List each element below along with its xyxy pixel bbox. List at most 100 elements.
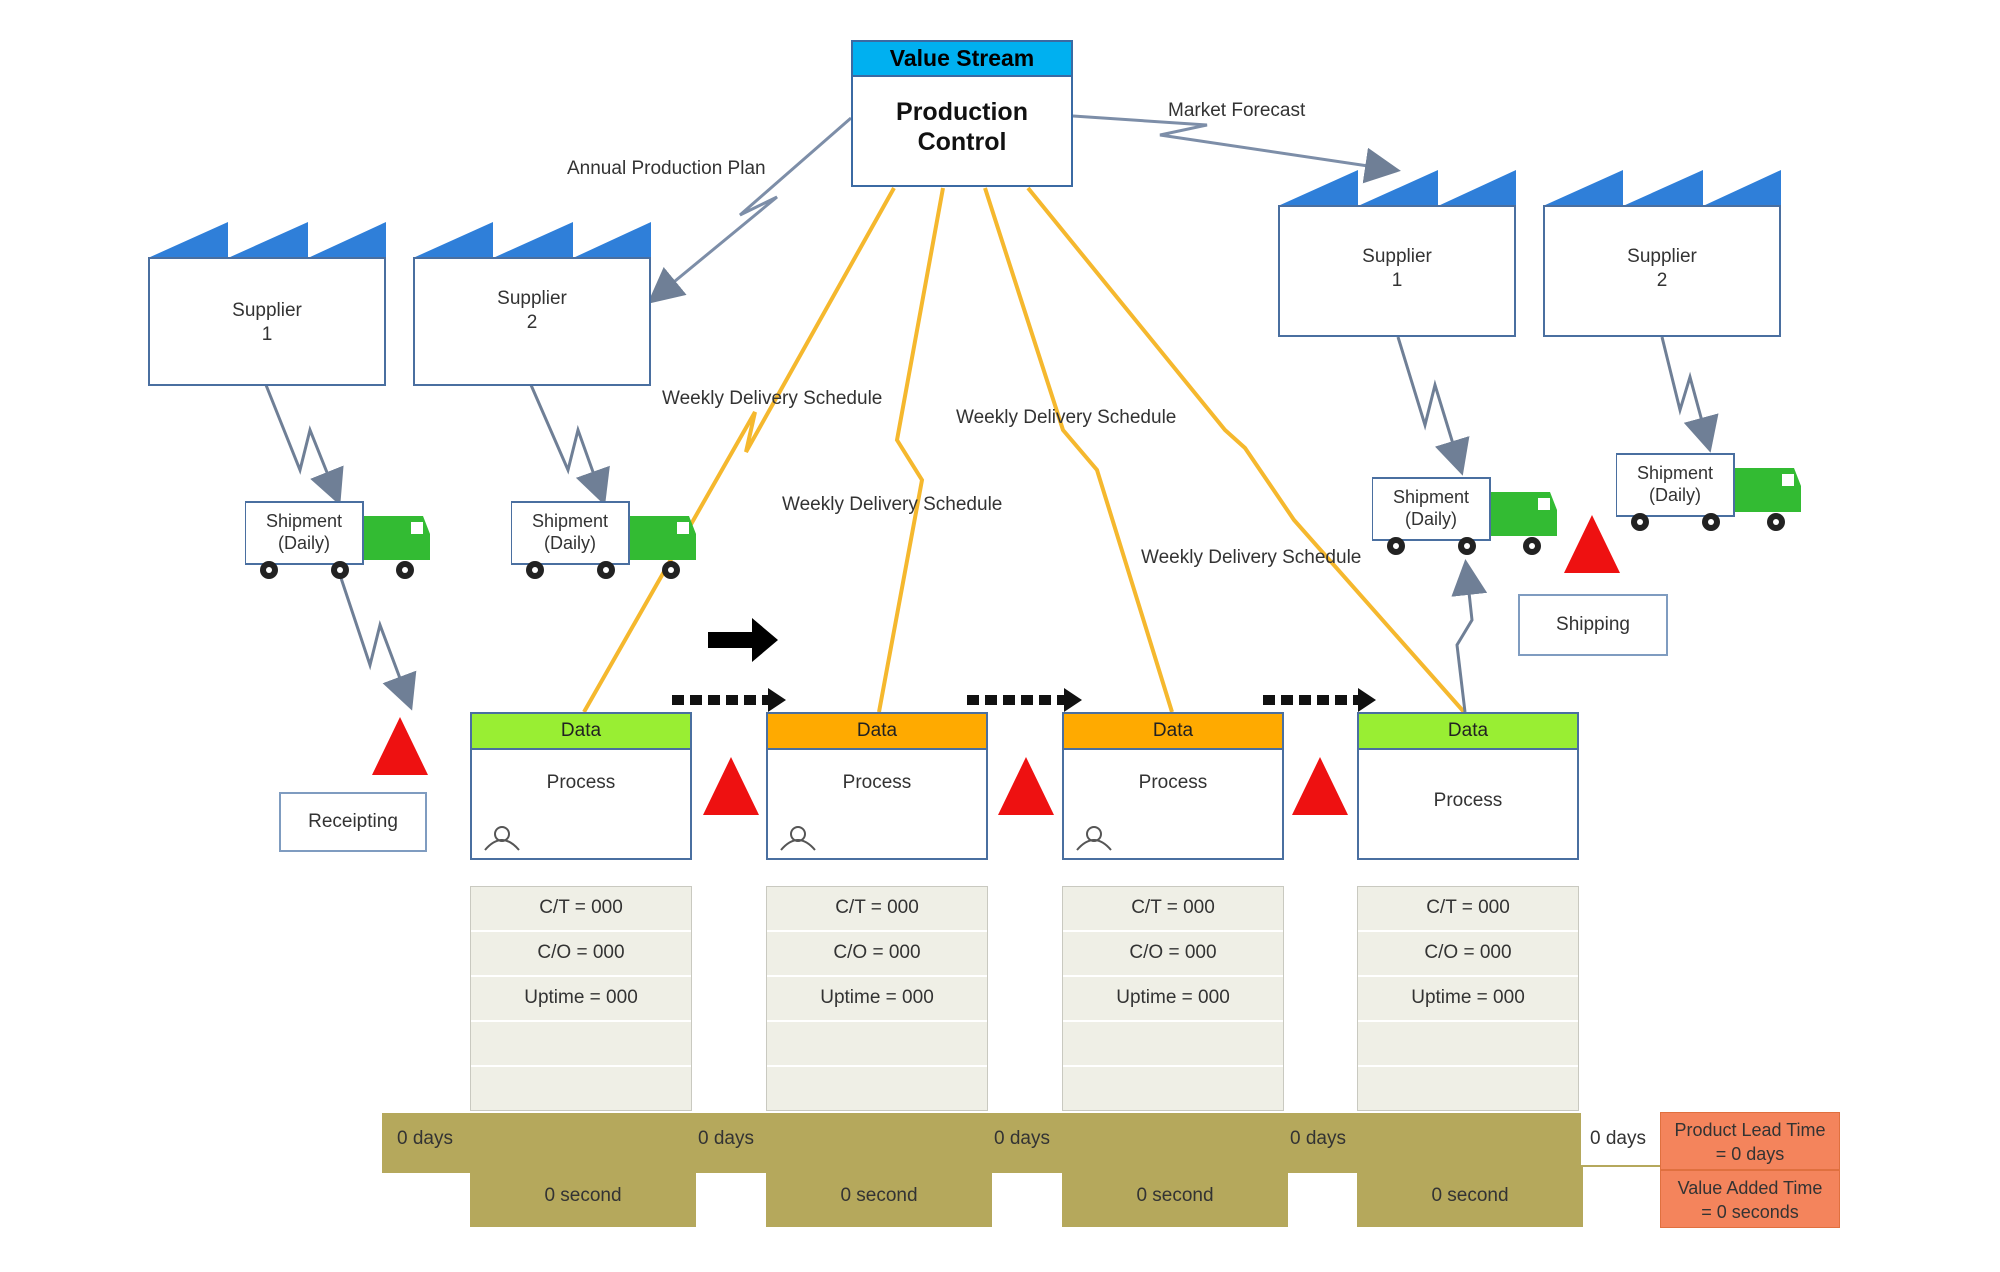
empty-data-row	[767, 1022, 987, 1067]
value-added-label: Value Added Time	[1677, 1178, 1823, 1198]
process-data-header: Data	[768, 714, 986, 750]
process-data-header: Data	[1359, 714, 1577, 750]
process-data-box: C/T = 000 C/O = 000 Uptime = 000	[1062, 886, 1284, 1111]
supplier-name: Supplier	[232, 300, 302, 321]
cycle-time: C/T = 000	[1358, 887, 1578, 932]
market-forecast-label: Market Forecast	[1168, 100, 1306, 121]
shipment-frequency: (Daily)	[1405, 509, 1457, 529]
shipping-box: Shipping	[1518, 594, 1668, 656]
shipment-frequency: (Daily)	[544, 533, 596, 553]
supplier-factory-icon: Supplier 2	[1543, 168, 1781, 337]
timeline-seconds: 0 second	[1431, 1185, 1509, 1206]
shipment-truck-icon: Shipment (Daily)	[1372, 476, 1557, 558]
shipment-label: Shipment	[531, 511, 609, 531]
timeline-days: 0 days	[994, 1128, 1050, 1149]
shipment-truck-icon: Shipment (Daily)	[245, 500, 430, 582]
shipment-truck-icon: Shipment (Daily)	[511, 500, 696, 582]
operator-icon	[484, 826, 520, 851]
inventory-triangle-icon	[1564, 515, 1620, 573]
timeline-days: 0 days	[698, 1128, 754, 1149]
supplier2-right-signal	[1660, 336, 1719, 453]
empty-data-row	[1063, 1067, 1283, 1110]
timeline-days: 0 days	[1290, 1128, 1346, 1149]
annual-plan-label: Annual Production Plan	[567, 158, 766, 179]
empty-data-row	[767, 1067, 987, 1110]
market-forecast-signal	[1072, 114, 1401, 184]
push-arrow-3	[1263, 688, 1376, 712]
changeover-time: C/O = 000	[1063, 932, 1283, 977]
timeline-days: 0 days	[397, 1128, 453, 1149]
supplier-name: Supplier	[1627, 246, 1697, 267]
process-data-box: C/T = 000 C/O = 000 Uptime = 000	[1357, 886, 1579, 1111]
inventory-triangle-icon	[1292, 757, 1348, 815]
lead-time-value: = 0 days	[1715, 1144, 1785, 1164]
weekly-schedule-label: Weekly Delivery Schedule	[782, 494, 1003, 515]
production-control-title-line2: Control	[917, 128, 1007, 156]
process-box: Data Process	[766, 712, 988, 860]
shipment-truck-icon: Shipment (Daily)	[1616, 452, 1801, 534]
supplier-number: 2	[526, 312, 538, 333]
shipment-label: Shipment	[265, 511, 343, 531]
cycle-time: C/T = 000	[471, 887, 691, 932]
inventory-triangle-icon	[372, 717, 428, 775]
supplier-number: 1	[261, 324, 273, 345]
supplier1-right-signal	[1396, 336, 1470, 476]
value-added-value: = 0 seconds	[1701, 1202, 1799, 1222]
process-name: Process	[1433, 790, 1503, 811]
receipting-box: Receipting	[279, 792, 427, 852]
operator-icon	[1076, 826, 1112, 851]
shipment-label: Shipment	[1636, 463, 1714, 483]
production-control-title-line1: Production	[896, 98, 1028, 126]
timeline-process-step	[470, 1165, 696, 1227]
inventory-triangle-icon	[703, 757, 759, 815]
empty-data-row	[1358, 1022, 1578, 1067]
uptime: Uptime = 000	[471, 977, 691, 1022]
process-box: Data Process	[470, 712, 692, 860]
supplier1-left-signal	[264, 384, 344, 506]
weekly-schedule-signal-4	[1026, 186, 1466, 714]
push-arrow-2	[967, 688, 1082, 712]
weekly-schedule-label: Weekly Delivery Schedule	[1141, 547, 1362, 568]
shipment-to-receipting-signal	[338, 574, 417, 711]
weekly-schedule-signal-3	[983, 187, 1174, 713]
supplier-factory-icon: Supplier 1	[1278, 168, 1516, 337]
cycle-time: C/T = 000	[767, 887, 987, 932]
shipment-label: Shipment	[1392, 487, 1470, 507]
changeover-time: C/O = 000	[767, 932, 987, 977]
supplier-factory-icon: Supplier 1	[148, 220, 386, 386]
timeline-process-step	[1357, 1165, 1583, 1227]
empty-data-row	[1358, 1067, 1578, 1110]
uptime: Uptime = 000	[1063, 977, 1283, 1022]
process-data-box: C/T = 000 C/O = 000 Uptime = 000	[470, 886, 692, 1111]
value-stream-header: Value Stream	[853, 42, 1071, 77]
cycle-time: C/T = 000	[1063, 887, 1283, 932]
empty-data-row	[1063, 1022, 1283, 1067]
timeline-seconds: 0 second	[1136, 1185, 1214, 1206]
process-box: Data Process	[1357, 712, 1579, 860]
push-arrow-1	[672, 688, 786, 712]
uptime: Uptime = 000	[767, 977, 987, 1022]
weekly-schedule-label: Weekly Delivery Schedule	[956, 407, 1177, 428]
supplier-name: Supplier	[1362, 246, 1432, 267]
process-name: Process	[1138, 772, 1208, 793]
supplier-name: Supplier	[497, 288, 567, 309]
supplier-number: 1	[1391, 270, 1403, 291]
lead-time-label: Product Lead Time	[1674, 1120, 1826, 1140]
process-box: Data Process	[1062, 712, 1284, 860]
shipment-arrow-icon	[708, 618, 778, 662]
process-data-box: C/T = 000 C/O = 000 Uptime = 000	[766, 886, 988, 1111]
timeline-seconds: 0 second	[840, 1185, 918, 1206]
timeline-lead-time-band	[382, 1113, 1581, 1173]
inventory-triangle-icon	[998, 757, 1054, 815]
shipment-frequency: (Daily)	[1649, 485, 1701, 505]
weekly-schedule-label: Weekly Delivery Schedule	[662, 388, 883, 409]
timeline-process-step	[1062, 1165, 1288, 1227]
process-data-header: Data	[1064, 714, 1282, 750]
process-data-header: Data	[472, 714, 690, 750]
supplier-factory-icon: Supplier 2	[413, 220, 651, 386]
process-to-shipment-signal	[1451, 559, 1488, 713]
empty-data-row	[471, 1022, 691, 1067]
supplier2-left-signal	[529, 384, 610, 506]
